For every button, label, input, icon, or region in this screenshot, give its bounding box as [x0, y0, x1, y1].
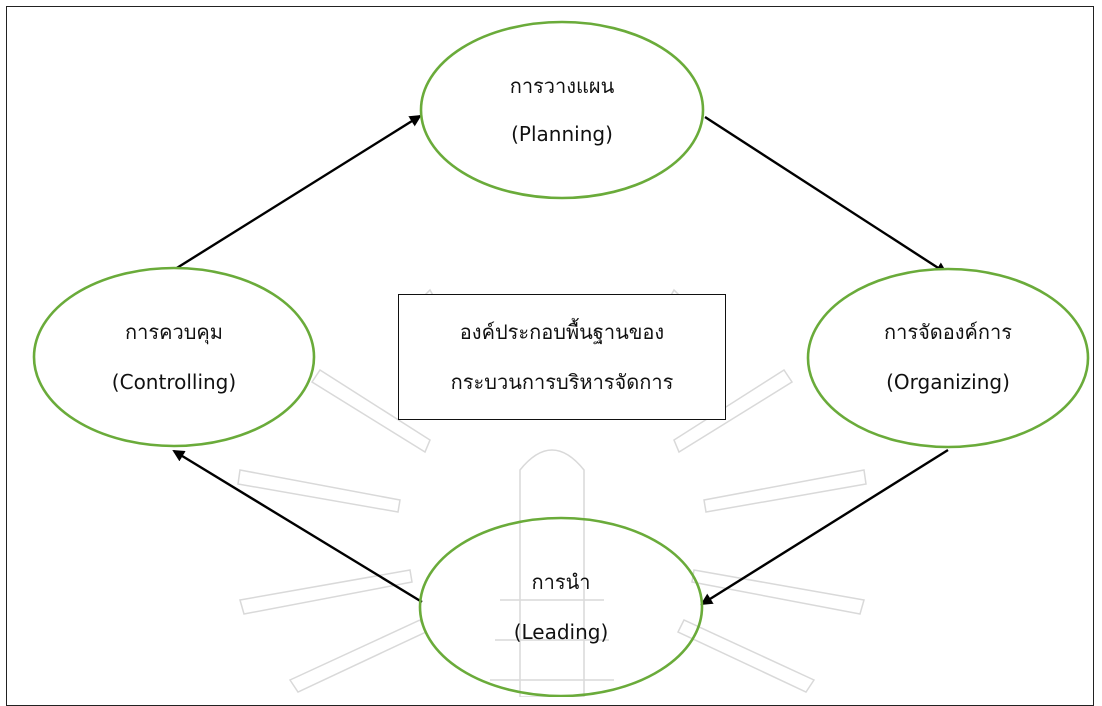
node-controlling-thai: การควบคุม [125, 320, 223, 344]
arrow-planning-to-organizing [704, 115, 948, 275]
node-organizing-ellipse [806, 267, 1090, 449]
center-title-line2: กระบวนการบริหารจัดการ [450, 370, 674, 394]
node-planning-thai: การวางแผน [509, 74, 615, 98]
arrow-organizing-to-leading [700, 448, 949, 606]
node-controlling-ellipse [32, 266, 316, 448]
node-planning-english: (Planning) [511, 122, 613, 146]
center-title-line1: องค์ประกอบพื้นฐานของ [459, 320, 665, 344]
arrow-controlling-to-planning [171, 114, 422, 273]
node-leading-thai: การนำ [531, 570, 591, 594]
node-planning-ellipse [419, 20, 705, 200]
node-organizing-english: (Organizing) [886, 370, 1010, 394]
node-leading-ellipse [418, 516, 704, 697]
arrow-leading-to-controlling [172, 449, 423, 604]
node-controlling-english: (Controlling) [111, 370, 237, 394]
center-title-box [398, 294, 726, 420]
node-organizing-thai: การจัดองค์การ [883, 320, 1013, 344]
node-leading-english: (Leading) [513, 620, 609, 644]
